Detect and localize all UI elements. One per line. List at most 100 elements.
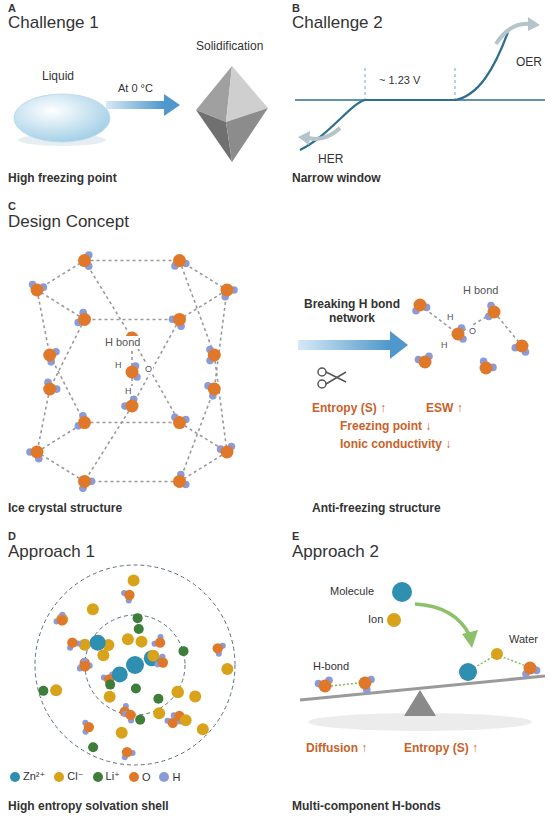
h-bond-line <box>37 261 85 290</box>
h-bond-line <box>180 423 228 452</box>
effect-label: ESW ↑ <box>426 402 463 416</box>
h-bond-line <box>37 290 85 319</box>
h-bond-line <box>494 312 522 346</box>
chloride-ion <box>221 663 233 675</box>
oxygen-atom <box>155 637 165 647</box>
chloride-ion <box>171 686 183 698</box>
oxygen-atom <box>31 284 44 297</box>
oxygen-atom <box>208 349 221 362</box>
legend-text: O <box>142 771 151 783</box>
atom-label: H <box>124 386 133 396</box>
h-bond-line <box>180 452 228 481</box>
crystal-face <box>196 110 232 162</box>
oxygen-atom <box>173 313 186 326</box>
arrow-head <box>164 94 180 116</box>
molecule-ball <box>392 582 412 602</box>
effect-label: Entropy (S) ↑ <box>312 402 386 416</box>
oxygen-atom <box>124 590 134 600</box>
reaction-label: HER <box>318 153 343 167</box>
freeze-arrow <box>106 101 164 109</box>
panel-letter: D <box>8 530 16 543</box>
scissors-icon <box>318 368 346 388</box>
legend-item: Li⁺ <box>93 770 120 783</box>
h-bond-line <box>331 683 359 686</box>
voltage-label: ~ 1.23 V <box>379 74 420 87</box>
seesaw-lever <box>300 676 545 700</box>
structure-caption: Ice crystal structure <box>8 502 122 516</box>
h-bond-line <box>180 389 215 481</box>
species-label: Molecule <box>330 585 374 598</box>
lithium-ion <box>131 683 141 693</box>
state-label: Solidification <box>196 40 263 54</box>
lithium-ion <box>105 680 115 690</box>
legend-text: Zn²⁺ <box>23 770 45 783</box>
oxygen-atom <box>213 643 223 653</box>
lithium-ion <box>88 742 98 752</box>
legend-swatch <box>159 772 169 782</box>
window-marker <box>365 68 366 100</box>
h-bond-line <box>180 261 215 355</box>
arrow-head <box>462 630 478 648</box>
oer-arrow <box>496 24 530 44</box>
oxygen-atom <box>480 362 493 375</box>
legend-swatch <box>93 772 103 782</box>
atom-label: H <box>114 360 123 370</box>
panel-letter: B <box>292 2 300 15</box>
legend-swatch <box>10 772 20 782</box>
h-bond-line <box>85 481 180 483</box>
seesaw-pivot <box>404 690 436 716</box>
oxygen-atom <box>173 416 186 429</box>
oxygen-atom <box>67 637 77 647</box>
oxygen-atom <box>78 475 91 488</box>
oxygen-atom <box>516 340 529 353</box>
panel-letter: C <box>8 200 16 213</box>
effect-label: Ionic conductivity ↓ <box>340 438 451 452</box>
oxygen-atom <box>173 475 186 488</box>
panel-title: Approach 1 <box>8 542 95 562</box>
oxygen-atom <box>78 254 91 267</box>
bond-label: H bond <box>462 284 499 297</box>
chloride-ion <box>172 686 184 698</box>
legend-swatch <box>129 772 139 782</box>
legend-swatch <box>54 772 64 782</box>
bond-label: H-bond <box>312 660 350 673</box>
chloride-ion <box>122 633 134 645</box>
lithium-ion <box>178 646 188 656</box>
atom-label: H <box>440 340 449 350</box>
chloride-ion <box>128 574 140 586</box>
outer-shell <box>35 565 235 765</box>
window-marker <box>455 68 456 100</box>
oxygen-atom <box>122 747 132 757</box>
arrow-head <box>528 17 540 31</box>
h-bond-line <box>85 260 180 262</box>
panel-letter: E <box>292 530 299 543</box>
legend-text: Cl⁻ <box>67 770 83 783</box>
h-bond-line <box>37 389 50 452</box>
legend-item: H <box>159 771 180 783</box>
effect-label: Entropy (S) ↑ <box>404 742 478 756</box>
break-arrow <box>298 340 390 350</box>
oxygen-atom <box>419 356 432 369</box>
h-bond-line <box>85 422 180 424</box>
chloride-ion <box>197 723 209 735</box>
chloride-ion <box>116 727 128 739</box>
state-label: Liquid <box>42 70 74 84</box>
panel-title: Challenge 1 <box>8 13 99 33</box>
h-bond-line <box>132 338 180 423</box>
condition-label: At 0 °C <box>118 82 153 95</box>
zinc-ion <box>112 666 128 682</box>
h-bond-line <box>214 355 227 452</box>
effect-label: Freezing point ↓ <box>340 420 431 434</box>
oxygen-atom <box>78 313 91 326</box>
chloride-ion <box>104 691 116 703</box>
legend: Zn²⁺ Cl⁻ Li⁺ OH <box>10 770 180 783</box>
h-bond-line <box>85 319 180 321</box>
h-bond-line <box>37 423 85 452</box>
oxygen-atom <box>57 615 67 625</box>
oxygen-atom <box>43 383 56 396</box>
zinc-ion <box>126 656 144 674</box>
chloride-ion <box>180 714 192 726</box>
panel-letter: A <box>8 2 16 15</box>
her-arrow <box>308 128 340 139</box>
panel-title: Design Concept <box>8 212 129 232</box>
